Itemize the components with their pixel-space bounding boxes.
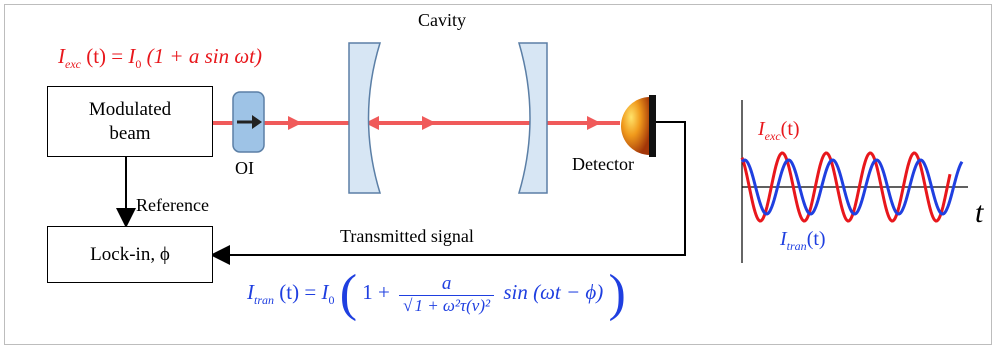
beam-arrow-2 (365, 116, 379, 130)
cavity-mirror-right (517, 42, 548, 194)
modulated-beam-label: Modulated beam (88, 98, 172, 144)
detector-plate (649, 95, 656, 157)
lock-in-label: Lock-in, ϕ (90, 243, 170, 265)
isolator-arrow-head (252, 115, 262, 129)
plot-x-axis-label: t (975, 196, 984, 229)
cavity-label: Cavity (418, 10, 466, 30)
beam-arrow-4 (587, 116, 601, 130)
transmitted-equation: Itran (t) = I0 ( 1 + a √1 + ω²τ(ν)² sin … (247, 265, 626, 322)
excitation-equation: Iexc (t) = I0 (1 + a sin ωt) (58, 44, 262, 72)
beam-arrow-3 (422, 116, 436, 130)
lock-in-box: Lock-in, ϕ (47, 226, 213, 283)
cavity-mirror-left (348, 42, 382, 194)
detector-label: Detector (572, 154, 634, 174)
signal-line (210, 121, 686, 265)
plot-transmitted-label: Itran(t) (780, 228, 826, 253)
detector-icon (621, 97, 650, 155)
amplitude-fraction: a √1 + ω²τ(ν)² (399, 273, 495, 316)
reference-label: Reference (136, 195, 209, 215)
excitation-wave (740, 151, 952, 223)
transmitted-signal-label: Transmitted signal (340, 226, 474, 246)
beam-arrow-1 (288, 116, 302, 130)
figure-frame (4, 4, 992, 345)
modulated-beam-box: Modulated beam (47, 86, 213, 157)
transmitted-wave (740, 158, 964, 216)
plot-excitation-label: Iexc(t) (758, 118, 800, 143)
oi-label: OI (235, 158, 254, 178)
